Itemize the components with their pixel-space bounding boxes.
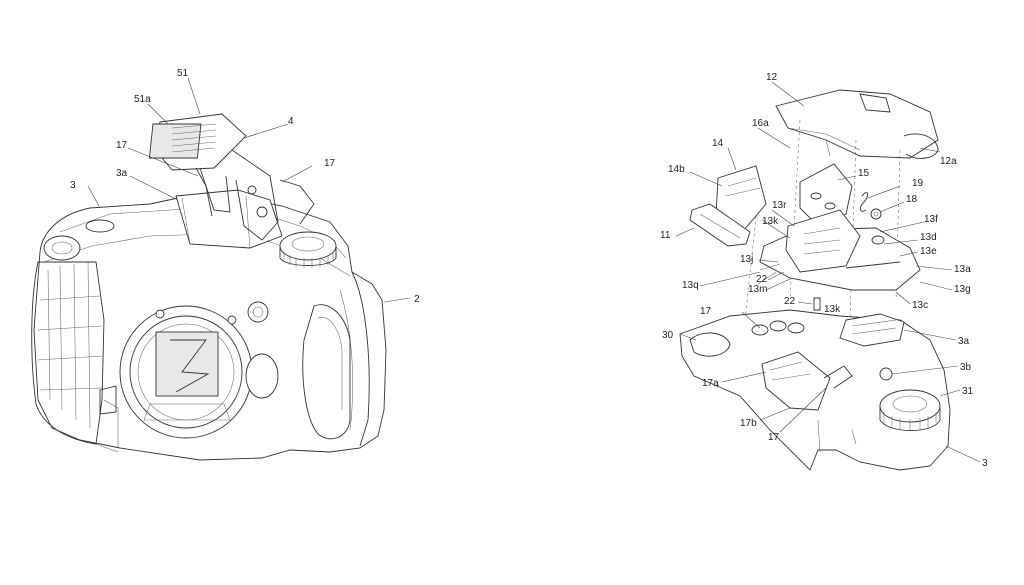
- label-13e: 13e: [920, 246, 937, 257]
- label-12a: 12a: [940, 156, 957, 167]
- label-3b: 3b: [960, 362, 972, 373]
- left-view-labels: 51 51a 4 17 17 3 3a 2: [70, 68, 420, 305]
- label-13k-bottom: 13k: [824, 304, 841, 315]
- mode-dial: [279, 231, 337, 268]
- part-11: [689, 203, 751, 247]
- label-13r: 13r: [772, 200, 787, 211]
- flash-unit: [148, 113, 279, 241]
- shutter-button: [43, 235, 81, 261]
- label-15: 15: [858, 168, 870, 179]
- label-13g: 13g: [954, 284, 971, 295]
- camera-assembled-view: [31, 113, 387, 461]
- label-2: 2: [414, 294, 420, 305]
- label-13j: 13j: [740, 254, 753, 265]
- label-11: 11: [660, 230, 671, 241]
- label-17-right: 17: [324, 158, 336, 169]
- label-16a: 16a: [752, 118, 769, 129]
- label-19: 19: [912, 178, 924, 189]
- front-dial: [85, 219, 115, 233]
- label-22-upper: 22: [756, 274, 768, 285]
- hot-shoe: [839, 313, 905, 347]
- label-13a: 13a: [954, 264, 971, 275]
- label-13c: 13c: [912, 300, 928, 311]
- label-4: 4: [288, 116, 294, 127]
- right-view-leaders: [675, 81, 981, 463]
- label-13m: 13m: [748, 284, 767, 295]
- top-cover: [775, 89, 939, 159]
- label-3a: 3a: [116, 168, 128, 179]
- prism-housing: [175, 189, 283, 249]
- label-3a-right: 3a: [958, 336, 970, 347]
- label-17-left: 17: [116, 140, 128, 151]
- mirror: [155, 331, 219, 397]
- right-view-labels: 12 16a 12a 14 14b 15 19 18 13f 13r 13k 1…: [660, 72, 988, 469]
- label-13f: 13f: [924, 214, 938, 225]
- label-31: 31: [962, 386, 974, 397]
- left-view-leaders: [87, 77, 411, 303]
- label-51: 51: [177, 68, 189, 79]
- camera-exploded-view: [679, 89, 951, 471]
- label-13k-top: 13k: [762, 216, 779, 227]
- label-12: 12: [766, 72, 778, 83]
- label-17-upper: 17: [700, 306, 712, 317]
- label-14: 14: [712, 138, 724, 149]
- label-3-right: 3: [982, 458, 988, 469]
- label-17b: 17b: [740, 418, 757, 429]
- label-17a: 17a: [702, 378, 719, 389]
- mode-dial-exploded: [879, 389, 941, 431]
- grip-outline: [31, 261, 105, 445]
- label-30: 30: [662, 330, 674, 341]
- label-13d: 13d: [920, 232, 937, 243]
- label-3: 3: [70, 180, 76, 191]
- label-51a: 51a: [134, 94, 151, 105]
- label-17-lower: 17: [768, 432, 780, 443]
- label-14b: 14b: [668, 164, 685, 175]
- label-13q: 13q: [682, 280, 699, 291]
- label-18: 18: [906, 194, 918, 205]
- lens-release-button: [247, 301, 269, 323]
- label-22-lower: 22: [784, 296, 796, 307]
